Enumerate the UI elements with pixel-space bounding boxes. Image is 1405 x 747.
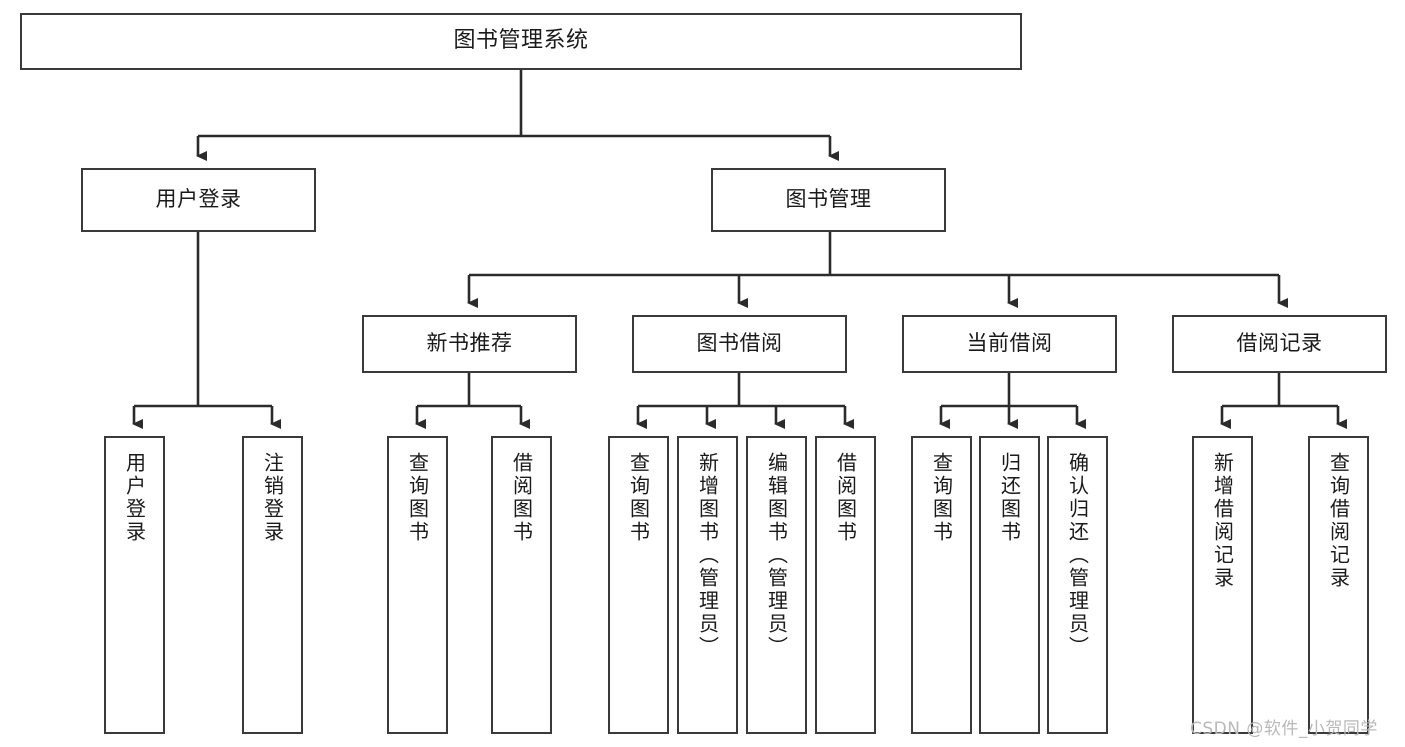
leaf-borrow-book[interactable]: 借阅图书: [815, 436, 876, 734]
node-root-system[interactable]: 图书管理系统: [20, 13, 1022, 70]
node-user-login[interactable]: 用户登录: [81, 168, 316, 232]
leaf-user-login[interactable]: 用户登录: [104, 436, 165, 734]
node-current-borrow[interactable]: 当前借阅: [902, 315, 1117, 373]
node-borrow-record[interactable]: 借阅记录: [1172, 315, 1387, 373]
leaf-add-borrow-record[interactable]: 新增借阅记录: [1192, 436, 1253, 734]
node-label: 查询图书: [929, 452, 954, 544]
leaf-return-book[interactable]: 归还图书: [979, 436, 1040, 734]
leaf-borrow-book-recommend[interactable]: 借阅图书: [491, 436, 552, 734]
leaf-logout-login[interactable]: 注销登录: [242, 436, 303, 734]
node-book-borrow[interactable]: 图书借阅: [632, 315, 847, 373]
node-label: 用户登录: [155, 187, 242, 212]
node-label: 图书借阅: [696, 331, 783, 356]
node-label: 确认归还（管理员）: [1065, 452, 1090, 659]
node-label: 编辑图书（管理员）: [764, 452, 789, 659]
leaf-query-borrow-record[interactable]: 查询借阅记录: [1308, 436, 1369, 734]
node-label: 图书管理系统: [453, 28, 589, 54]
node-label: 查询图书: [405, 452, 430, 544]
node-label: 新增借阅记录: [1210, 452, 1235, 590]
node-label: 查询借阅记录: [1326, 452, 1351, 590]
node-label: 查询图书: [626, 452, 651, 544]
leaf-query-book-recommend[interactable]: 查询图书: [387, 436, 448, 734]
node-label: 用户登录: [122, 452, 147, 544]
node-label: 归还图书: [997, 452, 1022, 544]
node-label: 借阅图书: [833, 452, 858, 544]
node-label: 借阅图书: [509, 452, 534, 544]
node-label: 借阅记录: [1236, 331, 1323, 356]
node-label: 新增图书（管理员）: [695, 452, 720, 659]
leaf-query-book-current[interactable]: 查询图书: [911, 436, 972, 734]
node-book-manage[interactable]: 图书管理: [711, 168, 946, 232]
node-label: 图书管理: [785, 187, 872, 212]
leaf-query-book-borrow[interactable]: 查询图书: [608, 436, 669, 734]
node-new-book-recommend[interactable]: 新书推荐: [362, 315, 577, 373]
csdn-watermark: CSDN @软件_小贺同学: [1190, 719, 1378, 739]
node-label: 当前借阅: [966, 331, 1053, 356]
leaf-add-book[interactable]: 新增图书（管理员）: [677, 436, 738, 734]
leaf-confirm-return[interactable]: 确认归还（管理员）: [1047, 436, 1108, 734]
node-label: 注销登录: [260, 452, 285, 544]
node-label: 新书推荐: [426, 331, 513, 356]
leaf-edit-book[interactable]: 编辑图书（管理员）: [746, 436, 807, 734]
